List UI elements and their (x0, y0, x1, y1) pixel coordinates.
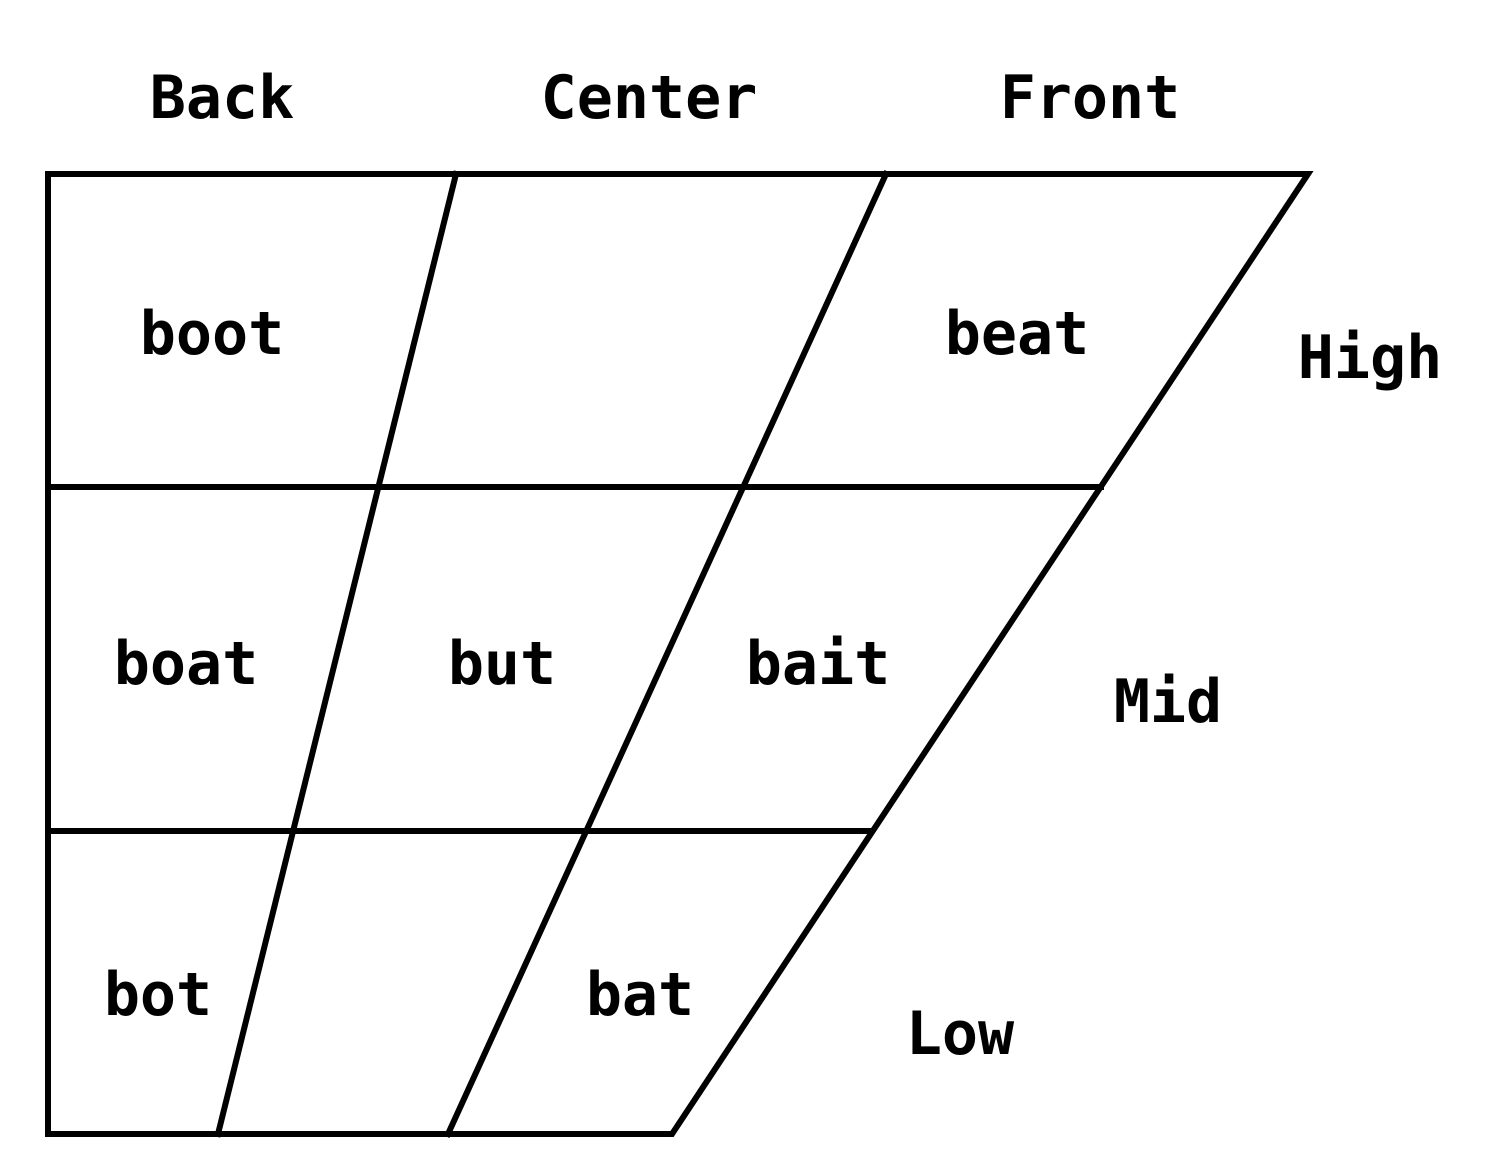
column-divider-center-front (444, 170, 890, 1138)
row-label-mid: Mid (1114, 667, 1222, 737)
column-divider-back-center (214, 170, 460, 1138)
cell-mid-front: bait (746, 629, 891, 699)
column-header-center: Center (541, 63, 758, 133)
row-label-high: High (1298, 323, 1443, 393)
row-label-low: Low (906, 999, 1015, 1069)
cell-low-front: bat (586, 960, 694, 1030)
cell-high-front: beat (945, 299, 1090, 369)
cell-high-back: boot (140, 299, 285, 369)
column-header-back: Back (150, 63, 295, 133)
cell-low-back: bot (104, 960, 212, 1030)
column-header-front: Front (1000, 63, 1181, 133)
cell-mid-back: boat (114, 629, 259, 699)
cell-mid-center: but (448, 629, 556, 699)
